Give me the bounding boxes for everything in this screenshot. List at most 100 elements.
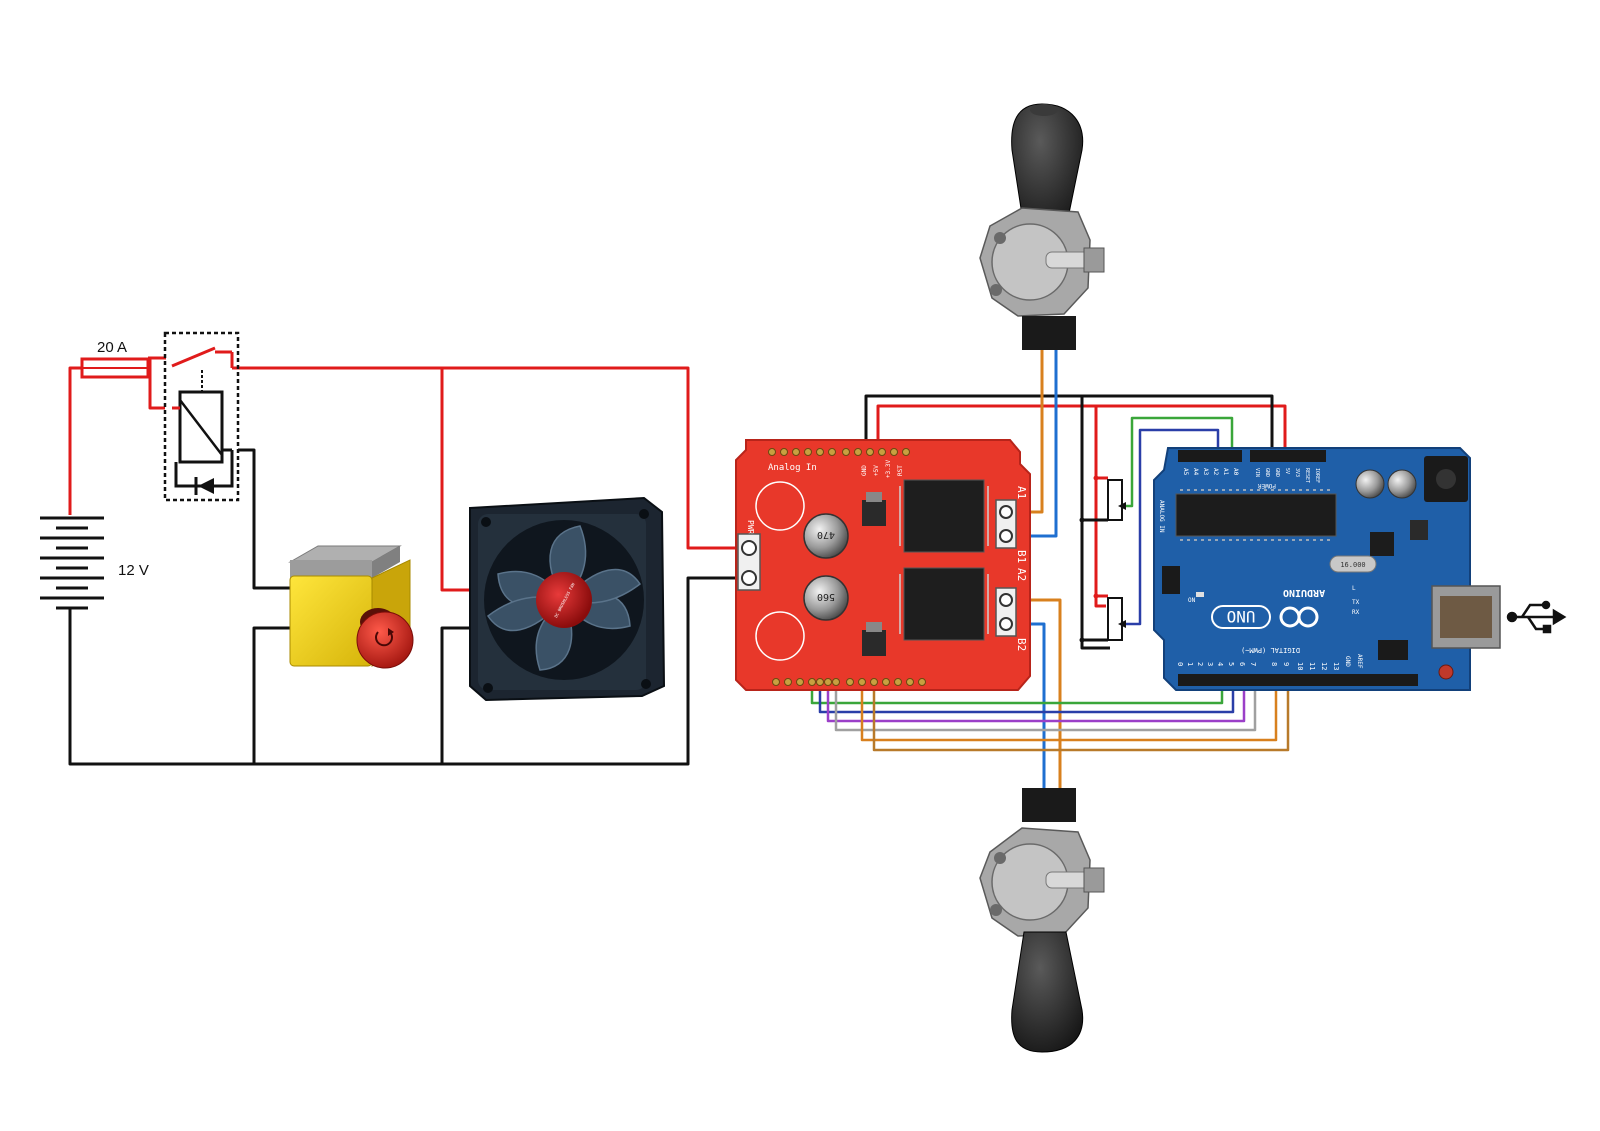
- shield-power-terminal: [737, 533, 761, 591]
- terminal-b2-label: B2: [1015, 638, 1028, 651]
- estop-red-cap: [356, 611, 414, 669]
- power-pin-3v3: 3V3: [1294, 468, 1300, 477]
- digital-pin-labels: 0 1 2 3 4 5 6 7 8 9 10 11 12 13 GND AREF: [1176, 654, 1363, 670]
- arduino-reset-button: [1438, 664, 1454, 680]
- digital-pin-3: 3: [1206, 662, 1214, 666]
- wire-signal-orange: [860, 678, 1278, 742]
- pot2-wiper-arrow-icon: [1118, 620, 1126, 628]
- arduino-brand-text: ARDUINO: [1283, 587, 1325, 598]
- power-wire-pot-supply: [1094, 406, 1106, 608]
- analog-pin-a1: A1: [1222, 468, 1229, 476]
- arduino-power-header: [1250, 450, 1326, 462]
- arduino-uno-board: A5 A4 A3 A2 A1 A0 ANALOG IN POWER VIN GN…: [1153, 447, 1501, 691]
- l-label: L: [1352, 585, 1356, 592]
- power-wire-main-bus: [232, 366, 735, 550]
- digital-pin-11: 11: [1308, 662, 1316, 670]
- shield-header-label: Analog In: [768, 463, 817, 473]
- power-wire-fan: [440, 368, 470, 592]
- shield-regulator-2: [862, 630, 886, 656]
- digital-header-label: DIGITAL (PWM~): [1241, 646, 1300, 654]
- battery-label: 12 V: [118, 562, 149, 579]
- arduino-digital-header: [1178, 674, 1418, 686]
- digital-pin-1: 1: [1186, 662, 1194, 666]
- ground-wire-shield-arduino: [864, 394, 1274, 450]
- shield-pin-gnd: GND: [861, 465, 868, 476]
- relay-contact: [171, 346, 216, 368]
- flyback-diode-icon: [198, 478, 214, 494]
- digital-pin-7: 7: [1249, 662, 1257, 666]
- shield-pin-5v: +5V: [873, 465, 880, 476]
- crystal-text: 16.000: [1340, 561, 1365, 569]
- power-pin-reset: RESET: [1304, 468, 1310, 483]
- usb-icon: [1506, 600, 1567, 634]
- digital-pin-9: 9: [1282, 662, 1290, 666]
- battery: [40, 516, 104, 625]
- ground-wire-battery: [68, 576, 735, 766]
- wire-signal-gray: [834, 678, 1257, 732]
- rx-label: RX: [1352, 609, 1360, 616]
- analog-pin-a4: A4: [1192, 468, 1199, 476]
- power-pin-vin: VIN: [1254, 468, 1260, 477]
- digital-pin-4: 4: [1216, 662, 1224, 666]
- wires: [68, 348, 1290, 790]
- arduino-on-led: [1196, 592, 1204, 597]
- wire-pot1-wiper-a1: [1125, 416, 1234, 508]
- shield-motor-terminals: [995, 499, 1017, 637]
- capacitor-1-label: 470: [817, 529, 835, 540]
- terminal-a1-label: A1: [1015, 486, 1028, 499]
- analog-header-label: ANALOG IN: [1158, 500, 1165, 533]
- shield-top-header: [768, 448, 910, 456]
- digital-pin-8: 8: [1270, 662, 1278, 666]
- motor-driver-shield: Analog In GND +5V +3.3V RST PWR 470 560: [735, 439, 1031, 691]
- analog-pin-a2: A2: [1212, 468, 1219, 476]
- shield-pin-rst: RST: [897, 465, 904, 476]
- ground-wire-estop-bottom: [252, 626, 290, 764]
- wire-pot2-wiper-a0: [1125, 428, 1220, 626]
- arduino-regulator: [1410, 520, 1428, 540]
- analog-pin-a0: A0: [1232, 468, 1239, 476]
- digital-pin-2: 2: [1196, 662, 1204, 666]
- power-wire-battery-fuse: [68, 366, 82, 515]
- arduino-crystal: [1329, 555, 1377, 573]
- power-pin-ioref: IOREF: [1314, 468, 1320, 483]
- wire-signal-navy: [818, 678, 1235, 714]
- wiper-motor-top: [979, 103, 1105, 350]
- potentiometer-1: [1079, 475, 1126, 523]
- arduino-analog-header: [1178, 450, 1242, 462]
- wire-signal-purple: [826, 678, 1246, 723]
- shield-regulator-1: [862, 500, 886, 526]
- shield-driver-chip-1: [903, 479, 985, 553]
- digital-pin-aref: AREF: [1356, 654, 1363, 669]
- relay: [163, 331, 240, 502]
- ground-wires: [68, 394, 1274, 766]
- shield-capacitor-2: [803, 575, 849, 621]
- analog-pin-a5: A5: [1182, 468, 1189, 476]
- shield-driver-chip-2: [903, 567, 985, 641]
- cooling-fan: DC BRUSHLESS FAN: [469, 496, 666, 702]
- digital-pin-10: 10: [1296, 662, 1304, 670]
- terminal-b1-label: B1: [1015, 550, 1028, 563]
- power-pin-5v: 5V: [1284, 468, 1290, 474]
- digital-pin-13: 13: [1332, 662, 1340, 670]
- pot1-wiper-arrow-icon: [1118, 502, 1126, 510]
- arduino-logo: UNO ARDUINO: [1211, 587, 1325, 629]
- shield-bottom-header: [772, 678, 926, 686]
- fuse-label: 20 A: [97, 339, 127, 356]
- power-wire-relay-coil: [148, 358, 165, 410]
- tx-label: TX: [1352, 599, 1360, 606]
- arduino-capacitor-2: [1387, 469, 1417, 499]
- digital-pin-gnd: GND: [1344, 656, 1351, 667]
- arduino-logo-text: UNO: [1227, 607, 1256, 626]
- power-pin-gnd-1: GND: [1264, 468, 1270, 477]
- arduino-capacitor-1: [1355, 469, 1385, 499]
- power-header-label: POWER: [1258, 482, 1276, 489]
- shield-pwr-label: PWR: [746, 520, 755, 535]
- capacitor-2-label: 560: [817, 591, 835, 602]
- wire-signal-brown: [872, 678, 1290, 752]
- ground-wire-relay-estop: [238, 448, 290, 590]
- emergency-stop-button: [288, 545, 414, 669]
- digital-pin-6: 6: [1238, 662, 1246, 666]
- digital-pin-5: 5: [1227, 662, 1235, 666]
- terminal-a2-label: A2: [1015, 568, 1028, 581]
- digital-pin-0: 0: [1176, 662, 1184, 666]
